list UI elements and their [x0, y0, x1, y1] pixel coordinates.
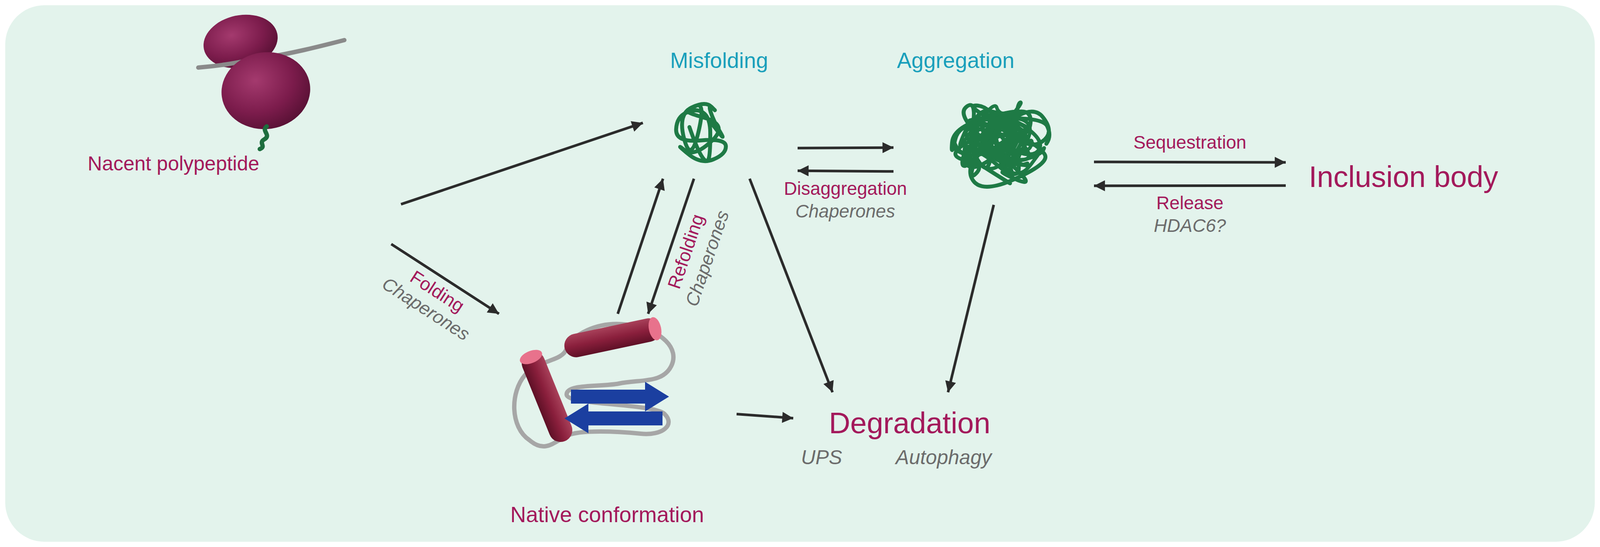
beta-strand — [564, 403, 663, 434]
outcome-label: DegradationUPS Autophagy — [793, 392, 1025, 471]
node-title: Degradation — [828, 405, 991, 440]
ribosome-large-subunit — [216, 46, 316, 136]
node-subtext: Autophagy — [895, 445, 992, 469]
flow-arrow — [736, 414, 794, 418]
state-title: Aggregation — [893, 45, 1094, 205]
flow-arrow — [1093, 184, 1286, 187]
flow-arrow — [1093, 161, 1286, 163]
edge-label: Sequestration — [1133, 132, 1247, 153]
protein-tangle — [959, 105, 1045, 174]
state-title: Misfolding — [642, 45, 798, 179]
edge-label: Release — [1156, 192, 1224, 214]
protein-tangle — [951, 102, 1050, 187]
alpha-helix — [517, 346, 576, 446]
node-subtext: UPS — [801, 445, 843, 469]
tangles — [676, 102, 1050, 187]
background-panel — [5, 5, 1595, 542]
flow-arrow — [797, 147, 894, 149]
node-title: Nacent polypeptide — [87, 152, 260, 176]
node-title: Aggregation — [896, 48, 1015, 74]
flow-arrow — [797, 170, 894, 172]
ribosome — [198, 7, 345, 150]
alpha-helix — [562, 315, 664, 360]
nascent-chain — [259, 126, 268, 150]
stage-label: Native conformation — [483, 313, 737, 532]
edge-label: Disaggregation — [783, 177, 908, 199]
outcome-label: Inclusion body — [1285, 148, 1526, 205]
helper-label: HDAC6? — [1153, 215, 1227, 237]
flow-arrow — [400, 122, 643, 205]
stage-label: Nacent polypeptide — [76, 10, 401, 245]
protein-tangle — [676, 103, 726, 161]
helper-label: Chaperones — [795, 200, 896, 222]
native-protein — [514, 315, 674, 447]
node-title: Misfolding — [669, 48, 768, 74]
node-title: Inclusion body — [1308, 159, 1499, 194]
node-title: Native conformation — [510, 502, 705, 528]
flow-arrow — [947, 204, 994, 393]
